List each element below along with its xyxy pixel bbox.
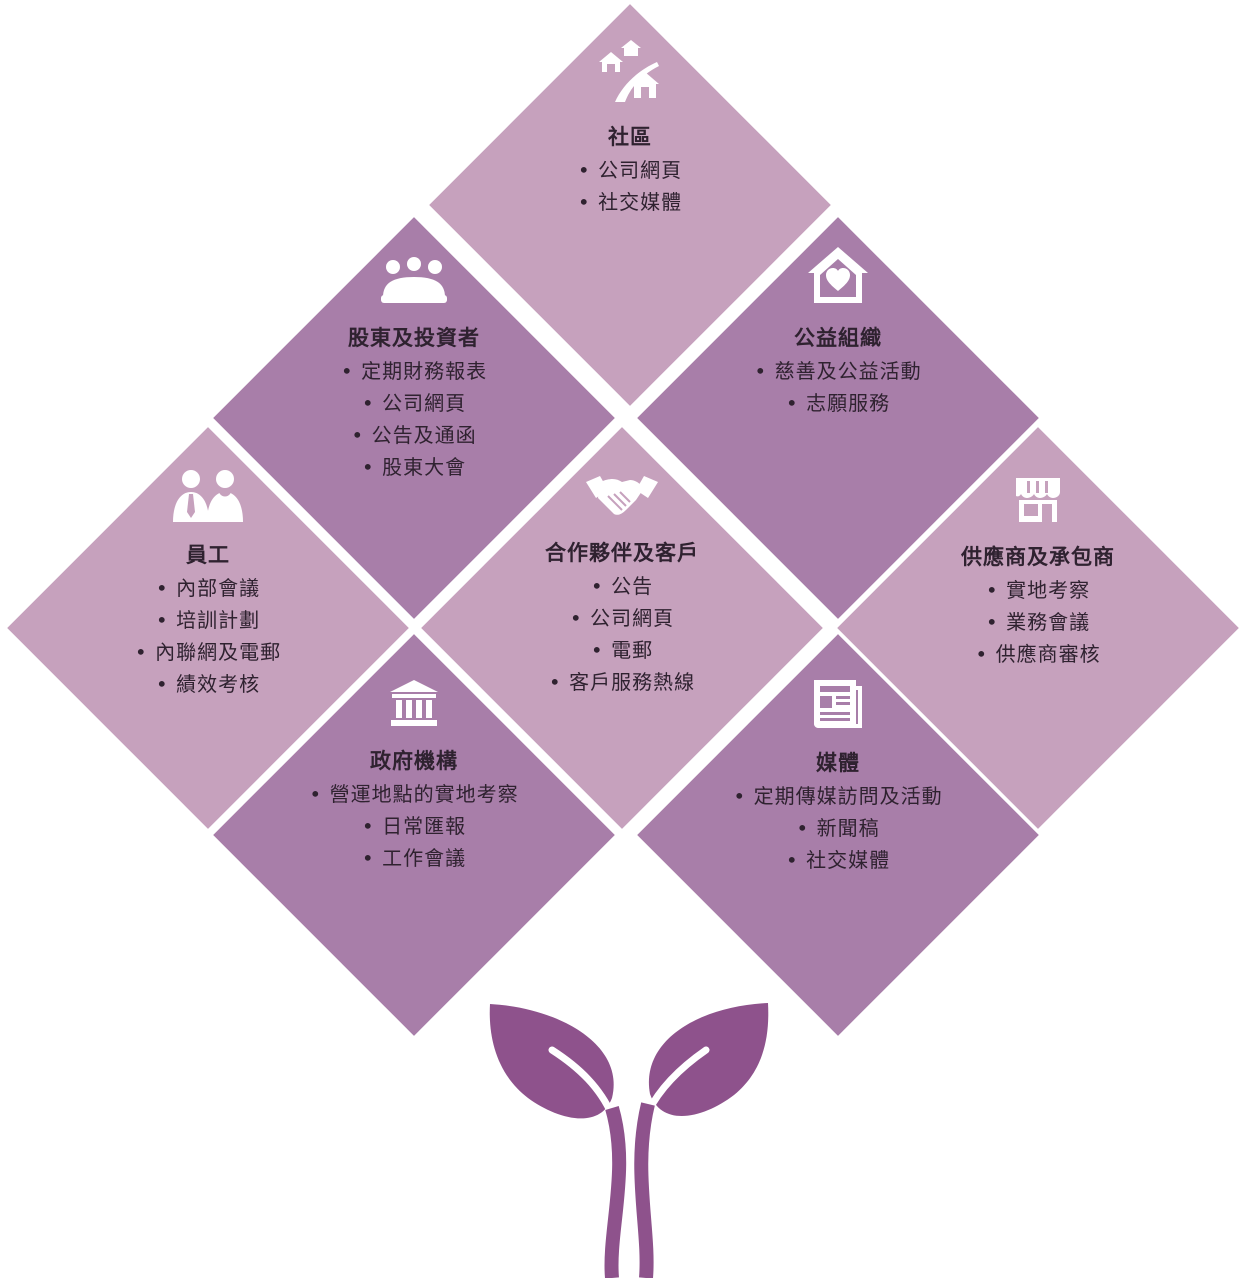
panel-list-item: 股東大會 (254, 451, 574, 483)
newspaper-icon (678, 678, 998, 734)
sprout-right-vein (644, 1046, 710, 1116)
government-building-icon (254, 678, 574, 732)
panel-list-item: 定期財務報表 (254, 355, 574, 387)
panel-list-item: 客戶服務熱線 (462, 666, 782, 698)
panel-title: 政府機構 (370, 748, 458, 773)
panel-list-item: 社交媒體 (678, 844, 998, 876)
panel-list-item: 工作會議 (254, 842, 574, 874)
panel-list-item: 實地考察 (878, 574, 1198, 606)
panel-list-item: 公司網頁 (462, 602, 782, 634)
panel-list-item: 慈善及公益活動 (678, 355, 998, 387)
panel-list-item: 社交媒體 (470, 186, 790, 218)
panel-title: 供應商及承包商 (961, 544, 1115, 569)
panel-list-item: 公告及通函 (254, 419, 574, 451)
houses-road-icon (470, 40, 790, 108)
panel-list-item: 培訓計劃 (48, 604, 368, 636)
storefront-icon (878, 474, 1198, 528)
meeting-group-icon (254, 257, 574, 309)
sprout-left-stem (604, 1106, 627, 1278)
staff-icon (48, 468, 368, 526)
panel-list-item: 定期傳媒訪問及活動 (678, 780, 998, 812)
panel-list-item: 績效考核 (48, 668, 368, 700)
panel-partners: 合作夥伴及客戶公告公司網頁電郵客戶服務熱線 (462, 474, 782, 698)
panel-list-item: 公司網頁 (254, 387, 574, 419)
panel-list-item: 業務會議 (878, 606, 1198, 638)
panel-list-item: 志願服務 (678, 387, 998, 419)
panel-title: 員工 (186, 542, 230, 567)
panel-list-item: 營運地點的實地考察 (254, 778, 574, 810)
panel-shareholders: 股東及投資者定期財務報表公司網頁公告及通函股東大會 (254, 257, 574, 483)
panel-title: 合作夥伴及客戶 (545, 540, 699, 565)
panel-ngo: 公益組織慈善及公益活動志願服務 (678, 245, 998, 419)
panel-government: 政府機構營運地點的實地考察日常匯報工作會議 (254, 678, 574, 874)
panel-list-item: 內聯網及電郵 (48, 636, 368, 668)
panel-title: 媒體 (816, 750, 860, 775)
panel-title: 股東及投資者 (348, 325, 480, 350)
panel-title: 社區 (608, 124, 652, 149)
sprout-left-vein (548, 1046, 616, 1119)
sprout-right-leaf (648, 1003, 769, 1117)
sprout-left-leaf (489, 1004, 614, 1119)
panel-media: 媒體定期傳媒訪問及活動新聞稿社交媒體 (678, 678, 998, 876)
handshake-icon (462, 474, 782, 524)
panel-list-item: 內部會議 (48, 572, 368, 604)
panel-community: 社區公司網頁社交媒體 (470, 40, 790, 218)
panel-title: 公益組織 (794, 325, 882, 350)
panel-list-item: 新聞稿 (678, 812, 998, 844)
panel-list-item: 公告 (462, 570, 782, 602)
panel-list-item: 公司網頁 (470, 154, 790, 186)
sprout-right-stem (634, 1102, 655, 1278)
panel-list-item: 供應商審核 (878, 638, 1198, 670)
panel-list-item: 日常匯報 (254, 810, 574, 842)
house-heart-icon (678, 245, 998, 309)
panel-employees: 員工內部會議培訓計劃內聯網及電郵績效考核 (48, 468, 368, 700)
panel-suppliers: 供應商及承包商實地考察業務會議供應商審核 (878, 474, 1198, 670)
panel-list-item: 電郵 (462, 634, 782, 666)
